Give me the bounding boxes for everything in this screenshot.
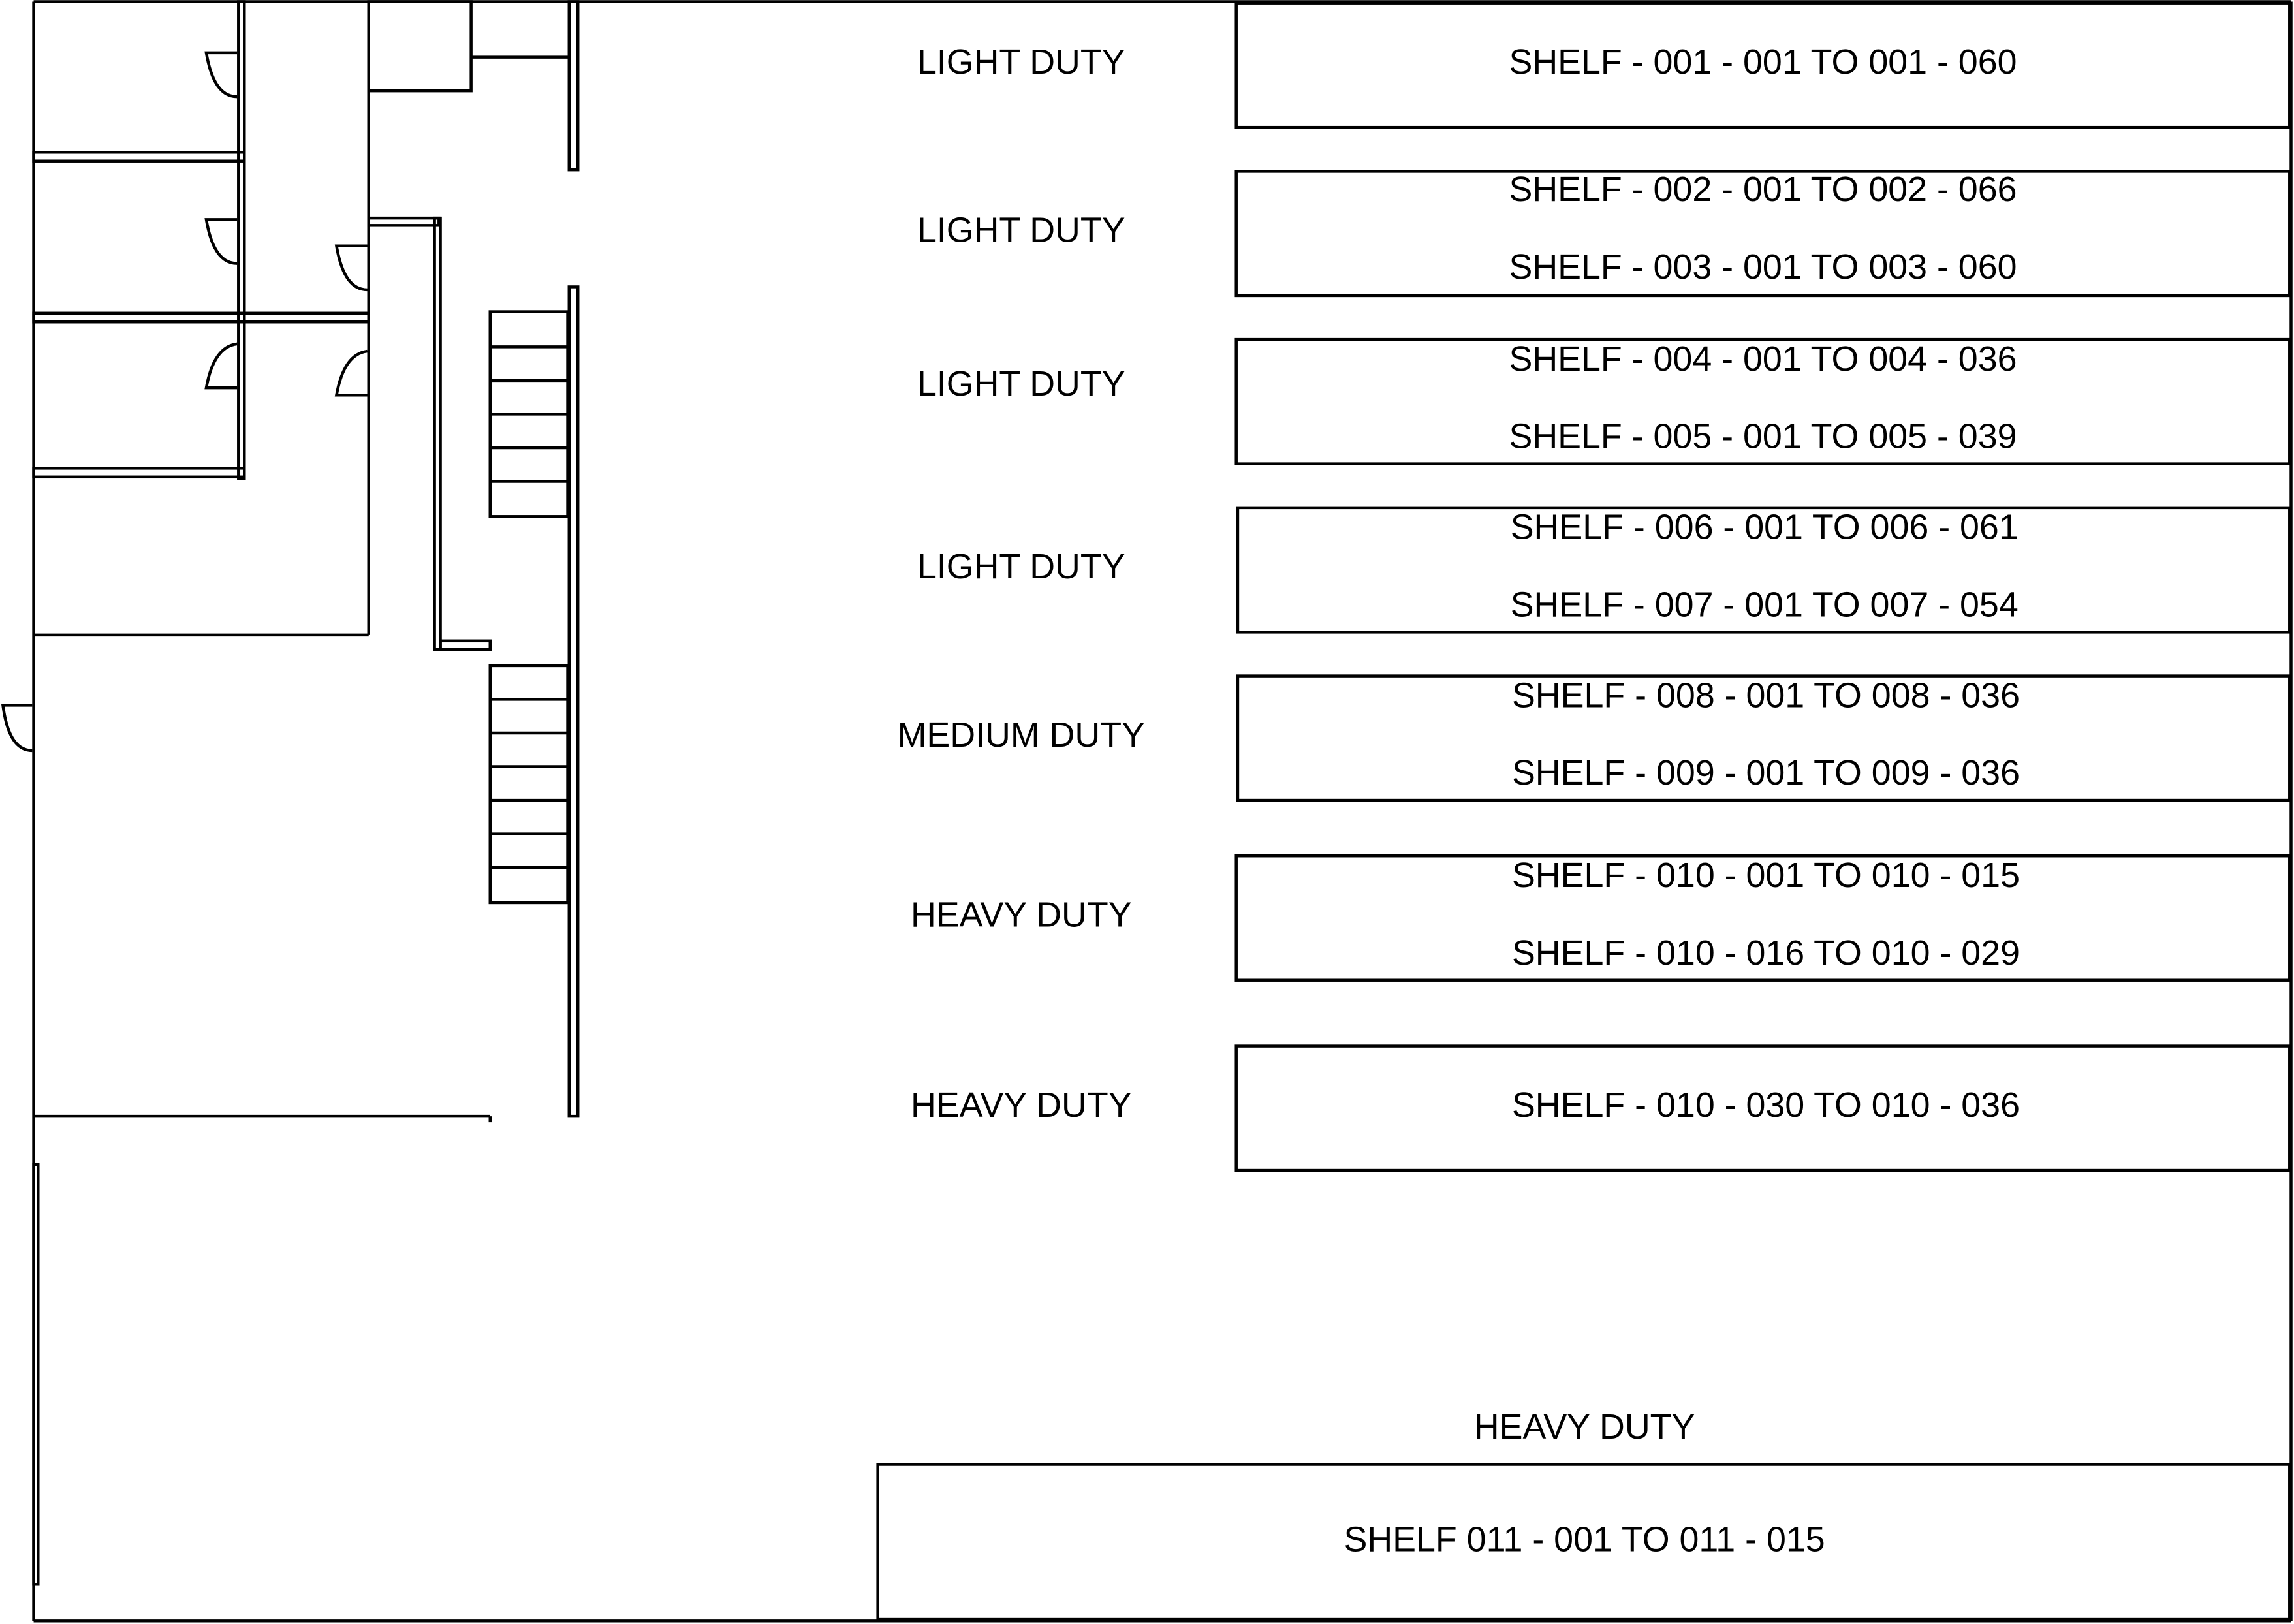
duty-label: HEAVY DUTY — [911, 1085, 1132, 1125]
shelf-label: SHELF - 010 - 001 TO 010 - 015 — [1512, 856, 2020, 895]
shelf-block[interactable] — [1236, 674, 2291, 802]
shelf-block[interactable] — [1234, 337, 2291, 465]
duty-label: HEAVY DUTY — [1474, 1407, 1695, 1446]
shelf-label: SHELF - 003 - 001 TO 003 - 060 — [1509, 247, 2017, 287]
shelf-label: SHELF - 009 - 001 TO 009 - 036 — [1512, 753, 2020, 792]
duty-label: LIGHT DUTY — [917, 547, 1125, 586]
shelf-label: SHELF - 006 - 001 TO 006 - 061 — [1511, 508, 2019, 547]
shelf-block[interactable] — [1234, 170, 2291, 298]
shelf-block[interactable] — [1234, 1044, 2291, 1172]
shelf-label: SHELF - 004 - 001 TO 004 - 036 — [1509, 339, 2017, 379]
office-rooms — [32, 0, 580, 651]
shelf-block[interactable] — [1234, 1, 2291, 129]
shelf-label: SHELF - 001 - 001 TO 001 - 060 — [1509, 42, 2017, 82]
shelf-label: SHELF 011 - 001 TO 011 - 015 — [1343, 1520, 1825, 1559]
shelf-label: SHELF - 005 - 001 TO 005 - 039 — [1509, 417, 2017, 456]
door-icon — [204, 342, 238, 390]
duty-label: LIGHT DUTY — [917, 211, 1125, 250]
shelf-label: SHELF - 007 - 001 TO 007 - 054 — [1511, 585, 2019, 624]
stairs — [488, 285, 580, 1118]
shelf-label: SHELF - 008 - 001 TO 008 - 036 — [1512, 676, 2020, 715]
shelf-block[interactable] — [1236, 506, 2291, 634]
shelf-block[interactable] — [1234, 854, 2291, 982]
duty-label: MEDIUM DUTY — [898, 715, 1145, 755]
duty-label: LIGHT DUTY — [917, 364, 1125, 403]
door-icon — [334, 244, 368, 292]
door-icon — [334, 349, 368, 397]
interior-walls — [32, 1114, 492, 1586]
door-icons — [1, 51, 368, 753]
duty-label: HEAVY DUTY — [911, 896, 1132, 935]
shelf-label: SHELF - 010 - 030 TO 010 - 036 — [1512, 1085, 2020, 1125]
shelf-label: SHELF - 002 - 001 TO 002 - 066 — [1509, 170, 2017, 209]
door-icon — [1, 704, 33, 753]
shelf-label: SHELF - 010 - 016 TO 010 - 029 — [1512, 933, 2020, 973]
shelf-rows: LIGHT DUTY SHELF - 001 - 001 TO 001 - 06… — [876, 1, 2291, 1621]
outer-walls — [32, 0, 2293, 1623]
duty-label: LIGHT DUTY — [917, 42, 1125, 82]
shelf-block[interactable] — [876, 1463, 2291, 1621]
door-icon — [204, 218, 238, 265]
door-icon — [204, 51, 238, 99]
